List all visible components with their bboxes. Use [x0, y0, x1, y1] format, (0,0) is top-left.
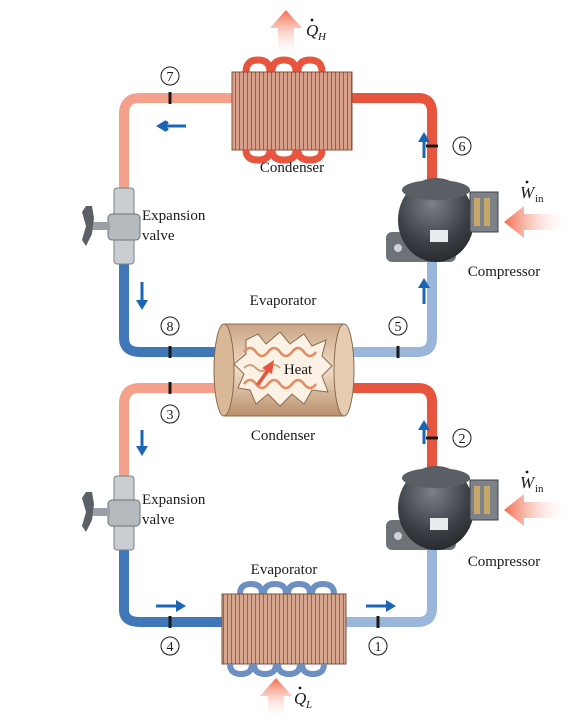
- q-h-dot: [310, 18, 314, 22]
- flow-arrow-up-2-head-icon: [418, 420, 430, 430]
- w-in-upper-symbol: W: [520, 183, 536, 202]
- q-h-subscript: H: [317, 31, 327, 43]
- w-in-lower: W in: [504, 470, 570, 526]
- pipe-valve-to-bottom-evaporator: [119, 548, 222, 627]
- work-in-upper-arrow-icon: [504, 206, 570, 238]
- heat-label: Heat: [284, 362, 313, 378]
- internal-heat-arrow-icon: [256, 360, 274, 386]
- flow-arrow-up-5-head-icon: [418, 278, 430, 288]
- upper-cycle-pipes: [119, 93, 437, 357]
- condenser-top-label: Condenser: [260, 160, 324, 176]
- w-in-upper-dot: [525, 180, 529, 184]
- upper-expansion-valve: Expansion valve: [82, 187, 206, 265]
- state-3: 3: [160, 404, 180, 424]
- state-7: 7: [160, 66, 180, 86]
- lower-expansion-valve: Expansion valve: [82, 475, 206, 551]
- w-in-lower-symbol: W: [520, 473, 536, 492]
- svg-text:7: 7: [167, 70, 174, 85]
- pipe-6-to-condenser: [347, 93, 437, 187]
- heat-out-arrow-icon: [270, 10, 302, 58]
- flow-arrow-down-lower-head-icon: [136, 446, 148, 456]
- condenser-middle-label: Condenser: [251, 428, 315, 444]
- pipe-condenser-to-valve: [119, 93, 232, 190]
- svg-text:4: 4: [167, 640, 174, 655]
- work-in-lower-arrow-icon: [504, 494, 570, 526]
- expansion-lower-line1: Expansion: [142, 492, 206, 508]
- lower-cycle-pipes: [119, 383, 437, 627]
- svg-text:8: 8: [167, 320, 174, 335]
- pipe-middle-condenser-to-valve: [119, 383, 228, 478]
- svg-text:6: 6: [459, 140, 466, 155]
- flow-arrow-right-4-head-icon: [176, 600, 186, 612]
- w-in-upper-subscript: in: [535, 193, 544, 205]
- flow-arrow-right-1-head-icon: [386, 600, 396, 612]
- pipe-evaporator-to-compressor: [340, 250, 437, 357]
- w-in-upper: W in: [504, 180, 570, 238]
- q-h-heat-out: Q H: [270, 10, 327, 58]
- flow-arrow-left-head-icon: [156, 120, 166, 132]
- expansion-upper-line1: Expansion: [142, 208, 206, 224]
- state-5: 5: [388, 316, 408, 336]
- svg-text:2: 2: [459, 432, 466, 447]
- flow-arrow-down-upper-head-icon: [136, 300, 148, 310]
- compressor-lower-label: Compressor: [468, 554, 541, 570]
- state-2: 2: [452, 428, 472, 448]
- evaporator-middle-label: Evaporator: [250, 293, 317, 309]
- svg-text:1: 1: [375, 640, 382, 655]
- pipe-valve-to-evaporator: [119, 262, 228, 357]
- q-l-symbol: Q: [294, 689, 306, 708]
- w-in-lower-subscript: in: [535, 483, 544, 495]
- top-condenser: Condenser: [231, 56, 353, 176]
- q-l-dot: [298, 686, 302, 690]
- state-6: 6: [452, 136, 472, 156]
- flow-arrow-up-6-head-icon: [418, 132, 430, 142]
- compressor-upper-label: Compressor: [468, 264, 541, 280]
- state-1: 1: [368, 636, 388, 656]
- q-l-subscript: L: [305, 699, 312, 711]
- q-l-heat-in: Q L: [260, 678, 312, 720]
- flow-arrows: [136, 120, 430, 612]
- pipe-2-to-middle-condenser: [340, 383, 437, 468]
- lower-compressor: Compressor: [386, 466, 540, 570]
- upper-compressor: Compressor: [386, 178, 540, 280]
- state-4: 4: [160, 636, 180, 656]
- w-in-lower-dot: [525, 470, 529, 474]
- q-h-symbol: Q: [306, 21, 318, 40]
- evaporator-bottom-label: Evaporator: [251, 562, 318, 578]
- middle-heat-exchanger: Evaporator Heat Condenser: [213, 293, 355, 444]
- expansion-upper-line2: valve: [142, 228, 175, 244]
- state-8: 8: [160, 316, 180, 336]
- pipe-bottom-evaporator-to-compressor: [346, 538, 437, 627]
- heat-in-arrow-icon: [260, 678, 292, 720]
- bottom-evaporator: Evaporator: [221, 562, 347, 678]
- state-point-markers: 7 6 8 5 3 2 4 1: [160, 66, 472, 656]
- svg-text:3: 3: [167, 408, 174, 423]
- expansion-lower-line2: valve: [142, 512, 175, 528]
- svg-text:5: 5: [395, 320, 402, 335]
